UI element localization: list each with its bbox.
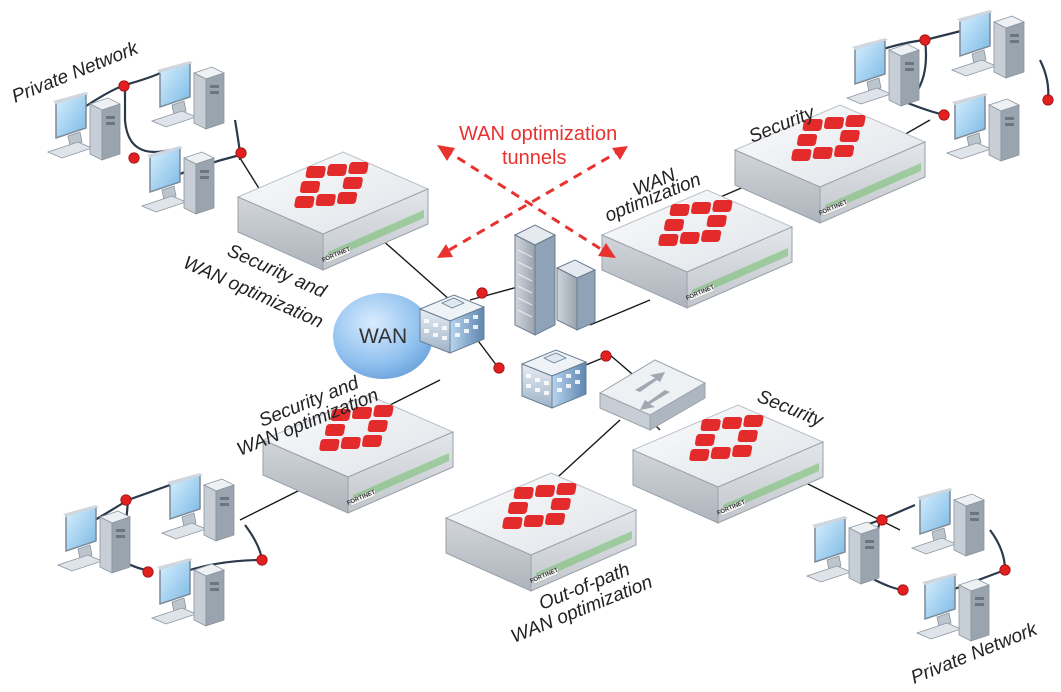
tunnel-label-line-1: WAN optimization — [459, 123, 617, 145]
tunnel-label-line-2: tunnels — [502, 147, 567, 169]
fortigate-top-right: FORTINET — [734, 104, 926, 224]
private-network-bottom-left — [57, 472, 268, 627]
fortigate-out-of-path: FORTINET — [445, 472, 637, 592]
private-network-bottom-right — [806, 487, 1011, 642]
private-network-top-right — [846, 9, 1054, 162]
router-icon — [598, 359, 707, 431]
fortigate-lower-left: FORTINET — [262, 394, 454, 514]
building-wan-router — [419, 294, 485, 354]
building-small-center — [521, 349, 587, 409]
private-network-top-left — [47, 60, 247, 215]
wan-cloud-label: WAN — [359, 325, 407, 348]
wan-cloud: WAN — [333, 293, 433, 379]
fortigate-top-left: FORTINET — [237, 151, 429, 271]
office-tower-icon — [513, 224, 597, 336]
fortigate-lower-right: FORTINET — [632, 404, 824, 524]
wan-optimization-tunnels: WAN optimization tunnels — [437, 123, 628, 258]
fortigate-top-center: FORTINET — [601, 189, 793, 309]
